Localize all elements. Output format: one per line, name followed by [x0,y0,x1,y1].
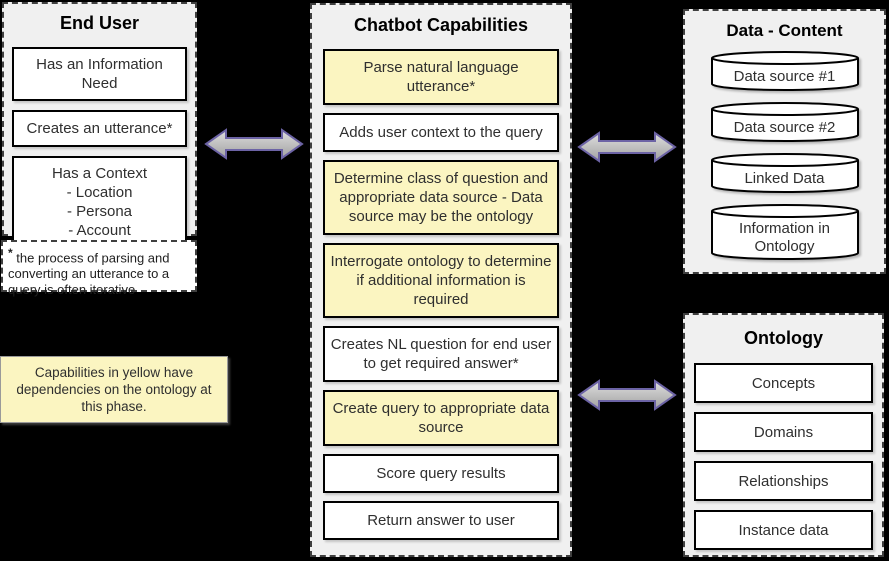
capability-add-context: Adds user context to the query [323,113,559,152]
datastore-cylinder-ontology-info: Information in Ontology [710,203,860,261]
capability-score-results: Score query results [323,454,559,493]
ontology-item-list: Concepts Domains Relationships Instance … [694,363,873,550]
end-user-panel: End User Has an Information Need Creates… [2,2,197,248]
datastore-cylinder-source1: Data source #1 [710,50,860,92]
double-arrow-chatbot-datacontent-icon [577,131,677,163]
database-icon [710,51,859,91]
context-line: - Persona [66,203,133,220]
ontology-item-relationships: Relationships [694,461,873,501]
footnote-asterisk: * [8,246,13,260]
dependency-note-text: Capabilities in yellow have dependencies… [16,365,212,414]
database-icon [710,102,859,142]
ontology-item-domains: Domains [694,412,873,452]
chatbot-capability-list: Parse natural language utterance* Adds u… [323,49,559,547]
context-line: - Account [68,222,131,239]
end-user-item-information-need: Has an Information Need [12,47,187,101]
ontology-title: Ontology [744,328,823,348]
double-arrow-chatbot-ontology-icon [577,379,677,411]
context-line: - Location [66,184,133,201]
capability-create-query: Create query to appropriate data source [323,390,559,446]
end-user-title: End User [59,13,140,33]
data-source-list: Data source #1 Data source #2 Linked Dat… [710,50,860,261]
ontology-dependency-note: Capabilities in yellow have dependencies… [0,356,228,423]
double-arrow-enduser-chatbot-icon [204,128,304,160]
parsing-footnote: * the process of parsing and converting … [1,240,197,297]
database-icon [710,204,859,260]
end-user-item-context: Has a Context - Location - Persona - Acc… [12,156,187,248]
capability-determine-class: Determine class of question and appropri… [323,160,559,235]
capability-create-nl-question: Creates NL question for end user to get … [323,326,559,382]
footnote-text: the process of parsing and converting an… [8,250,170,298]
ontology-item-concepts: Concepts [694,363,873,403]
data-content-panel: Data - Content Data source #1 [683,9,886,274]
end-user-item-utterance: Creates an utterance* [12,110,187,147]
data-content-title: Data - Content [726,21,843,40]
database-icon [710,153,859,193]
datastore-cylinder-linked-data: Linked Data [710,152,860,194]
capability-parse-utterance: Parse natural language utterance* [323,49,559,105]
context-line: Has a Context [51,165,148,182]
end-user-items: Has an Information Need Creates an utter… [12,47,187,248]
chatbot-capabilities-title: Chatbot Capabilities [353,15,528,35]
ontology-panel: Ontology Concepts Domains Relationships … [683,313,884,557]
capability-interrogate-ontology: Interrogate ontology to determine if add… [323,243,559,318]
ontology-item-instance-data: Instance data [694,510,873,550]
capability-return-answer: Return answer to user [323,501,559,540]
datastore-cylinder-source2: Data source #2 [710,101,860,143]
chatbot-capabilities-panel: Chatbot Capabilities Parse natural langu… [310,3,572,557]
